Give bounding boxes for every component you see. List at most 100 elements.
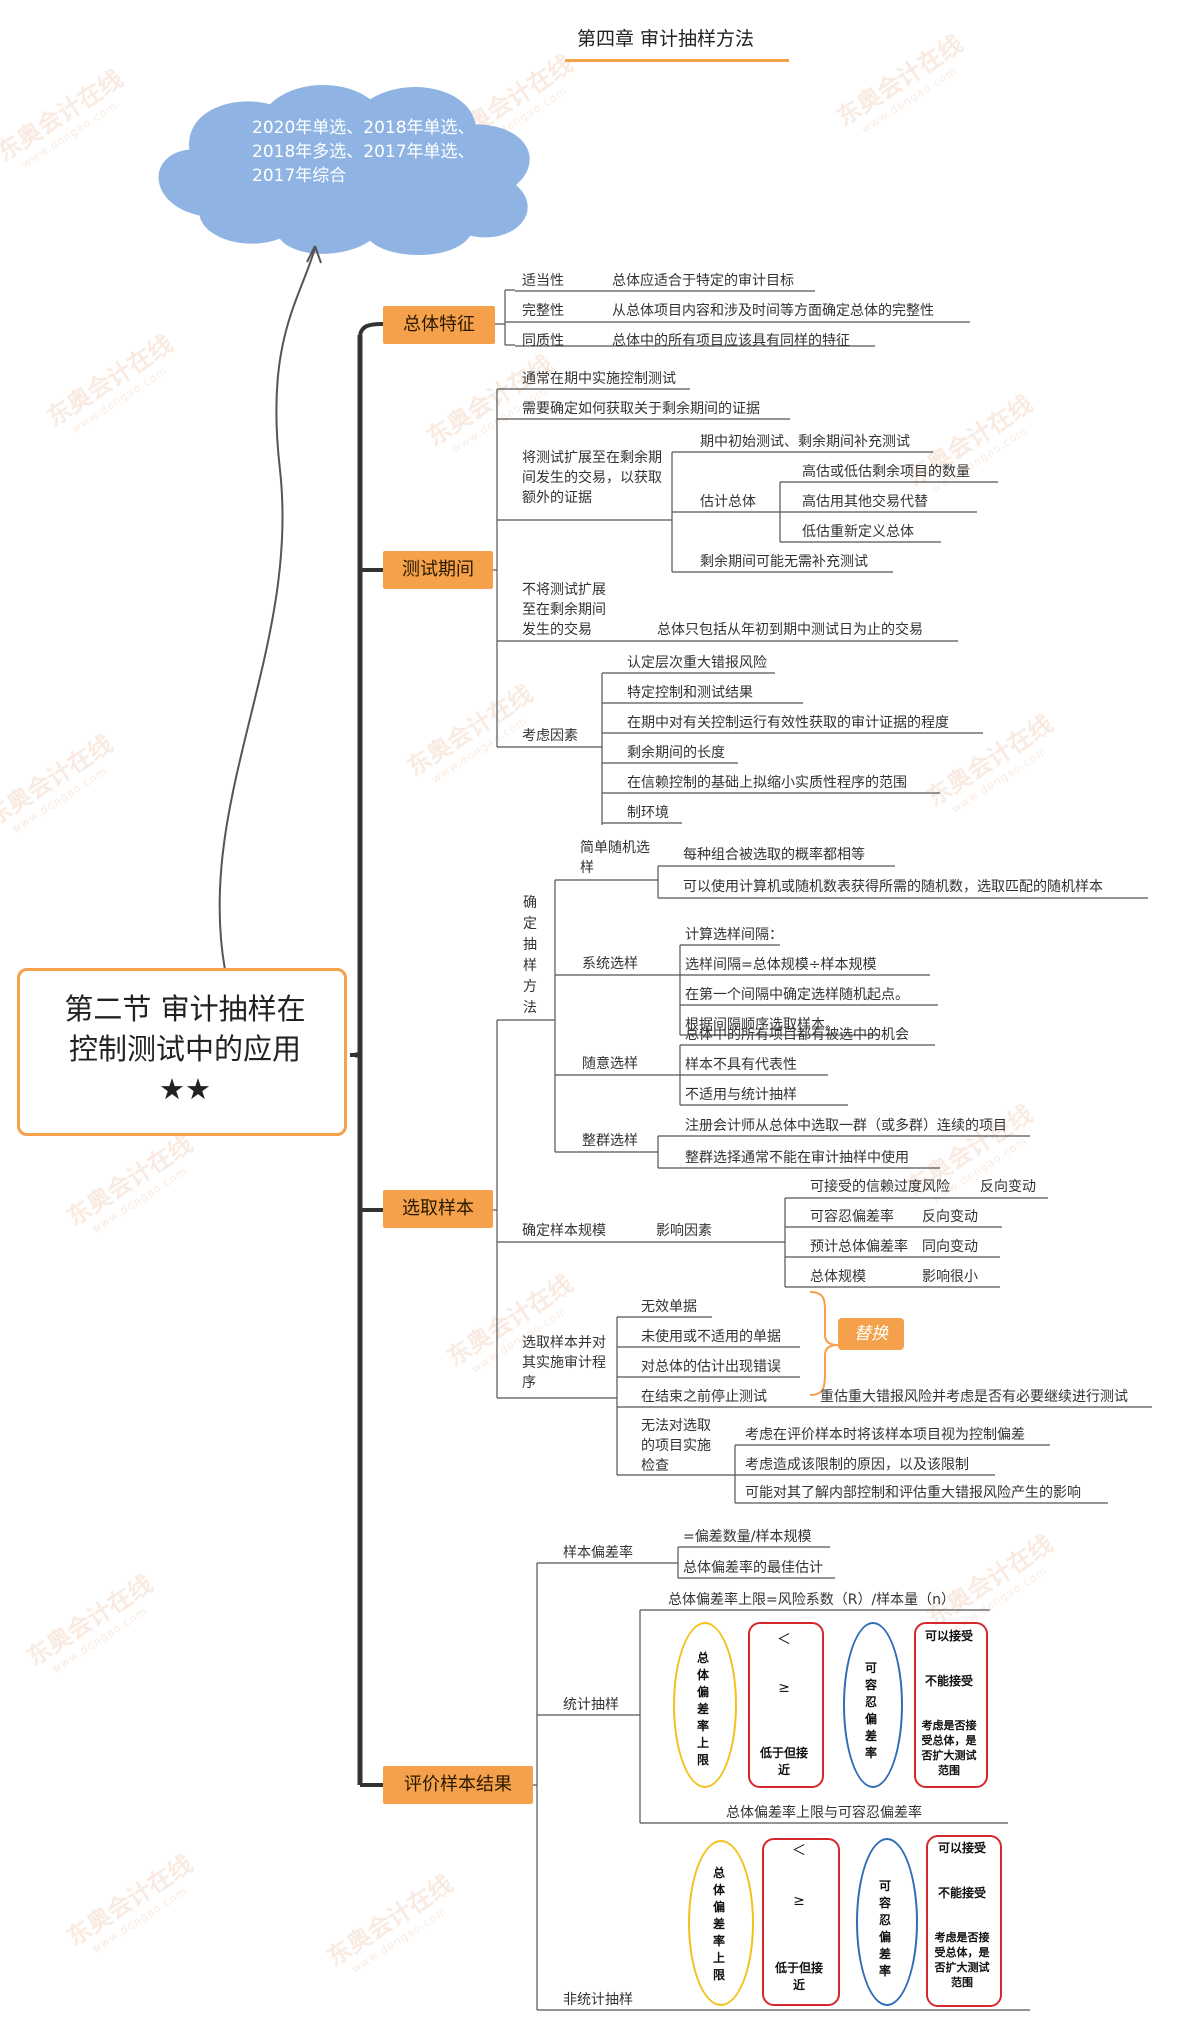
branch-evaluate-results: 评价样本结果 bbox=[383, 1766, 533, 1804]
list-item: 对总体的估计出现错误 bbox=[641, 1359, 781, 1375]
list-item: 总体偏差率的最佳估计 bbox=[683, 1560, 823, 1576]
list-item: 重估重大错报风险并考虑是否有必要继续进行测试 bbox=[820, 1389, 1128, 1405]
list-item: 在期中对有关控制运行有效性获取的审计证据的程度 bbox=[627, 715, 949, 731]
factor-value: 反向变动 bbox=[922, 1209, 978, 1225]
list-item: 根据间隔顺序选取样本。 bbox=[685, 1017, 839, 1033]
upper-limit-oval bbox=[673, 1622, 737, 1788]
select-and-test-label: 选取样本并对其实施审计程序 bbox=[522, 1335, 606, 1391]
conclusion-box bbox=[914, 1622, 988, 1788]
item-value: 总体应适合于特定的审计目标 bbox=[612, 273, 794, 289]
below-but-close: 低于但接近 bbox=[760, 1746, 809, 1777]
list-item: 高估用其他交易代替 bbox=[802, 494, 928, 510]
reject-text: 不能接受 bbox=[924, 1674, 973, 1688]
list-item: 通常在期中实施控制测试 bbox=[522, 371, 676, 387]
title-underline bbox=[565, 59, 789, 62]
cloud-shape bbox=[158, 84, 530, 255]
conclusion-box bbox=[926, 1835, 1002, 2007]
greater-equal-sign: ≥ bbox=[793, 1893, 805, 1909]
no-extend-label: 不将测试扩展至在剩余期间发生的交易 bbox=[522, 582, 606, 638]
tolerable-rate-text: 可容忍偏差率 bbox=[878, 1879, 891, 1978]
greater-equal-sign: ≥ bbox=[778, 1680, 790, 1696]
list-item: 注册会计师从总体中选取一群（或多群）连续的项目 bbox=[685, 1118, 1007, 1134]
cloud-exam-years: 2020年单选、2018年单选、2018年多选、2017年单选、2017年综合 bbox=[252, 118, 475, 186]
list-item: 高估或低估剩余项目的数量 bbox=[802, 464, 970, 480]
list-item: 需要确定如何获取关于剩余期间的证据 bbox=[522, 401, 760, 417]
branch-test-period: 测试期间 bbox=[383, 551, 493, 589]
factor-value: 同向变动 bbox=[922, 1239, 978, 1255]
list-item: 在结束之前停止测试 bbox=[641, 1389, 767, 1405]
sampling-method-label: 确定抽样方法 bbox=[523, 895, 537, 1016]
deviation-rate-label: 样本偏差率 bbox=[563, 1545, 633, 1561]
block-label: 整群选样 bbox=[582, 1133, 638, 1149]
list-item: 计算选样间隔： bbox=[685, 927, 783, 943]
list-item: 总体只包括从年初到期中测试日为止的交易 bbox=[657, 622, 923, 638]
list-item: 可能对其了解内部控制和评估重大错报风险产生的影响 bbox=[745, 1485, 1081, 1501]
item-key: 完整性 bbox=[522, 303, 564, 319]
central-topic-text: 第二节 审计抽样在控制测试中的应用★★ bbox=[64, 992, 306, 1106]
consider-text: 考虑是否接受总体，是否扩大测试范围 bbox=[934, 1931, 990, 1989]
list-item: 剩余期间可能无需补充测试 bbox=[700, 554, 868, 570]
less-than-sign: ＜ bbox=[792, 1843, 806, 1859]
less-than-sign: ＜ bbox=[777, 1632, 791, 1648]
cannot-inspect-label: 无法对选取的项目实施检查 bbox=[641, 1418, 711, 1474]
item-value: 从总体项目内容和涉及时间等方面确定总体的完整性 bbox=[612, 303, 934, 319]
list-item: 可以使用计算机或随机数表获得所需的随机数，选取匹配的随机样本 bbox=[683, 879, 1103, 895]
branch-select-samples: 选取样本 bbox=[383, 1190, 493, 1228]
influence-label: 影响因素 bbox=[656, 1223, 712, 1239]
estimate-label: 估计总体 bbox=[700, 494, 756, 510]
list-item: 未使用或不适用的单据 bbox=[641, 1329, 781, 1345]
list-item: 总体中的所有项目都有被选中的机会 bbox=[685, 1027, 909, 1043]
tolerable-rate-oval bbox=[843, 1622, 903, 1788]
list-item: =偏差数量/样本规模 bbox=[683, 1529, 812, 1545]
replace-badge: 替换 bbox=[838, 1318, 904, 1350]
list-item: 剩余期间的长度 bbox=[627, 745, 725, 761]
list-item: 考虑造成该限制的原因，以及该限制 bbox=[745, 1457, 969, 1473]
list-item: 在信赖控制的基础上拟缩小实质性程序的范围 bbox=[627, 775, 907, 791]
consider-text: 考虑是否接受总体，是否扩大测试范围 bbox=[921, 1719, 977, 1777]
branch-population-features: 总体特征 bbox=[383, 306, 495, 344]
page-title: 第四章 审计抽样方法 bbox=[577, 28, 755, 50]
upper-limit-text: 总体偏差率上限 bbox=[696, 1651, 709, 1767]
item-value: 总体中的所有项目应该具有同样的特征 bbox=[612, 333, 850, 349]
list-item: 期中初始测试、剩余期间补充测试 bbox=[700, 434, 910, 450]
list-item: 特定控制和测试结果 bbox=[627, 685, 753, 701]
list-item: 整群选择通常不能在审计抽样中使用 bbox=[685, 1150, 909, 1166]
factor-key: 预计总体偏差率 bbox=[810, 1239, 908, 1255]
statistical-sampling-label: 统计抽样 bbox=[563, 1697, 619, 1713]
factors-label: 考虑因素 bbox=[522, 728, 578, 744]
tolerable-rate-text: 可容忍偏差率 bbox=[864, 1661, 877, 1760]
upper-limit-oval bbox=[688, 1840, 754, 2006]
list-item: 样本不具有代表性 bbox=[685, 1057, 797, 1073]
list-item: 认定层次重大错报风险 bbox=[627, 655, 767, 671]
list-item: 低估重新定义总体 bbox=[802, 524, 914, 540]
formula: 总体偏差率上限=风险系数（R）/样本量（n） bbox=[668, 1592, 956, 1608]
item-key: 适当性 bbox=[522, 273, 564, 289]
systematic-label: 系统选样 bbox=[582, 956, 638, 972]
factor-key: 总体规模 bbox=[810, 1269, 866, 1285]
list-item: 考虑在评价样本时将该样本项目视为控制偏差 bbox=[745, 1427, 1025, 1443]
factor-key: 可容忍偏差率 bbox=[810, 1209, 894, 1225]
list-item: 总体偏差率上限与可容忍偏差率 bbox=[726, 1805, 922, 1821]
factor-value: 影响很小 bbox=[922, 1269, 978, 1285]
reject-text: 不能接受 bbox=[937, 1886, 986, 1900]
comparison-box bbox=[762, 1838, 840, 2006]
haphazard-label: 随意选样 bbox=[582, 1056, 638, 1072]
comparison-box bbox=[748, 1622, 824, 1788]
accept-text: 可以接受 bbox=[937, 1841, 986, 1855]
sample-size-label: 确定样本规模 bbox=[522, 1223, 606, 1239]
below-but-close: 低于但接近 bbox=[775, 1961, 824, 1992]
list-item: 每种组合被选取的概率都相等 bbox=[683, 847, 865, 863]
replace-label: 替换 bbox=[854, 1324, 888, 1344]
list-item: 制环境 bbox=[627, 805, 669, 821]
non-statistical-sampling-label: 非统计抽样 bbox=[563, 1992, 633, 2008]
factor-key: 可接受的信赖过度风险 bbox=[810, 1179, 950, 1195]
central-topic: 第二节 审计抽样在控制测试中的应用★★ bbox=[17, 968, 347, 1136]
extend-test-label: 将测试扩展至在剩余期间发生的交易，以获取额外的证据 bbox=[522, 450, 662, 506]
accept-text: 可以接受 bbox=[924, 1629, 973, 1643]
simple-random-label: 简单随机选样 bbox=[580, 840, 650, 876]
factor-value: 反向变动 bbox=[980, 1179, 1036, 1195]
list-item: 选样间隔=总体规模÷样本规模 bbox=[685, 957, 877, 973]
list-item: 在第一个间隔中确定选样随机起点。 bbox=[685, 987, 909, 1003]
list-item: 不适用与统计抽样 bbox=[685, 1087, 797, 1103]
